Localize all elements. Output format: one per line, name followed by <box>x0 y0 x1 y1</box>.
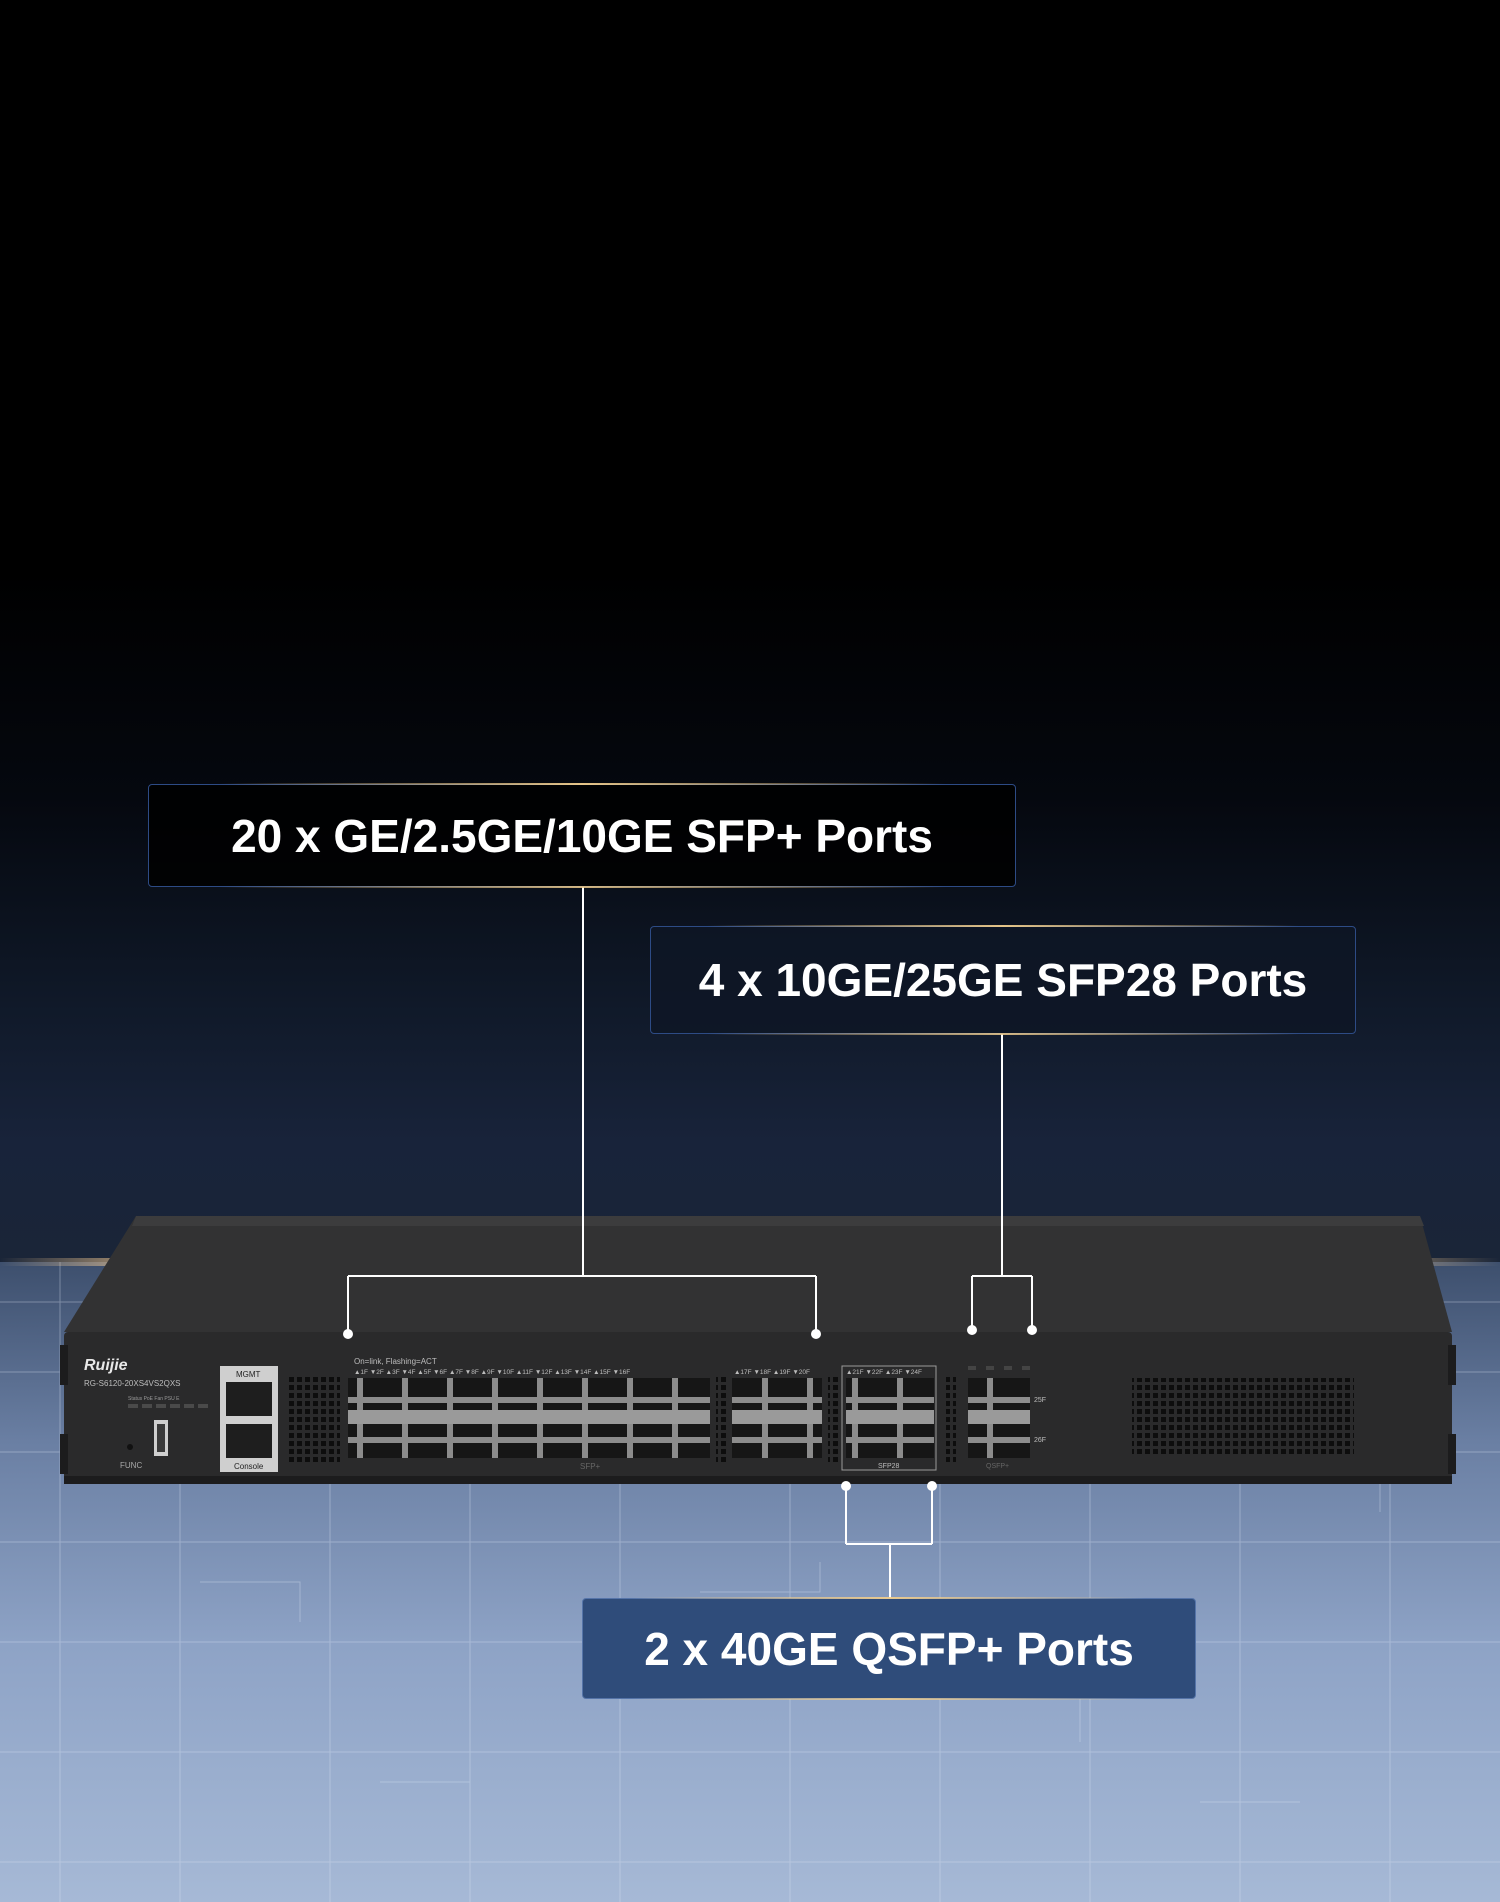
sfp28-group-label: SFP28 <box>878 1463 900 1470</box>
vent-left <box>286 1376 340 1462</box>
link-legend: On=link, Flashing=ACT <box>354 1357 437 1366</box>
usb-icon <box>157 1424 165 1452</box>
brand-logo: Ruijie <box>84 1357 128 1374</box>
vent-mid-2 <box>828 1376 838 1462</box>
rack-ear-left-top <box>60 1345 68 1385</box>
qsfp-ports-callout-text: 2 x 40GE QSFP+ Ports <box>644 1622 1134 1675</box>
console-label: Console <box>234 1462 264 1471</box>
sfp-led-strip-a <box>348 1410 710 1424</box>
callout-leader-lines <box>347 887 1033 1598</box>
switch-top-surface <box>64 1216 1452 1332</box>
vent-mid-3 <box>946 1376 956 1462</box>
sfp28-ports-callout: 4 x 10GE/25GE SFP28 Ports <box>650 925 1356 1035</box>
func-button[interactable] <box>127 1444 133 1450</box>
status-leds <box>128 1404 208 1408</box>
switch-top-edge <box>132 1216 1424 1226</box>
rack-ear-right-bottom <box>1448 1434 1456 1474</box>
sfp28-leader-line <box>971 1034 1033 1330</box>
vent-mid-1 <box>716 1376 726 1462</box>
mgmt-port[interactable] <box>226 1382 272 1416</box>
qsfp-led-strip <box>968 1410 1030 1424</box>
sfp28-led-strip <box>846 1410 934 1424</box>
sfp-port-labels-a: ▲1F ▼2F ▲3F ▼4F ▲5F ▼6F ▲7F ▼8F ▲9F ▼10F… <box>354 1369 630 1376</box>
rack-ear-right-top <box>1448 1345 1456 1385</box>
sfp28-frame <box>841 1365 937 1471</box>
sfp-leader-line <box>347 887 817 1334</box>
leader-endpoints <box>343 1325 1037 1491</box>
qsfp-group-label: QSFP+ <box>986 1463 1009 1470</box>
sfp-port-labels-b: ▲17F ▼18F ▲19F ▼20F <box>734 1369 810 1376</box>
console-port[interactable] <box>226 1424 272 1458</box>
vent-right <box>1132 1378 1354 1456</box>
model-label: RG-S6120-20XS4VS2QXS <box>84 1379 181 1388</box>
qsfp-port-25-label: 25F <box>1034 1397 1046 1404</box>
sfp28-port-labels: ▲21F ▼22F ▲23F ▼24F <box>846 1369 922 1376</box>
sfp-led-strip-b <box>732 1410 822 1424</box>
func-label: FUNC <box>120 1461 142 1470</box>
qsfp-ports-callout: 2 x 40GE QSFP+ Ports <box>582 1597 1196 1700</box>
mgmt-label: MGMT <box>236 1370 261 1379</box>
sfp-ports-callout-text: 20 x GE/2.5GE/10GE SFP+ Ports <box>231 809 933 862</box>
rack-ear-left-bottom <box>60 1434 68 1474</box>
qsfp-leader-line <box>845 1486 933 1598</box>
status-led-labels: Status PoE Fan PSU E <box>128 1396 180 1402</box>
sfp-ports-callout: 20 x GE/2.5GE/10GE SFP+ Ports <box>148 783 1016 888</box>
qsfp-leds <box>968 1366 1030 1370</box>
qsfp-port-26-label: 26F <box>1034 1437 1046 1444</box>
sfp-group-label: SFP+ <box>580 1462 601 1471</box>
sfp28-ports-callout-text: 4 x 10GE/25GE SFP28 Ports <box>698 954 1308 1006</box>
switch-bottom-edge <box>64 1476 1452 1484</box>
